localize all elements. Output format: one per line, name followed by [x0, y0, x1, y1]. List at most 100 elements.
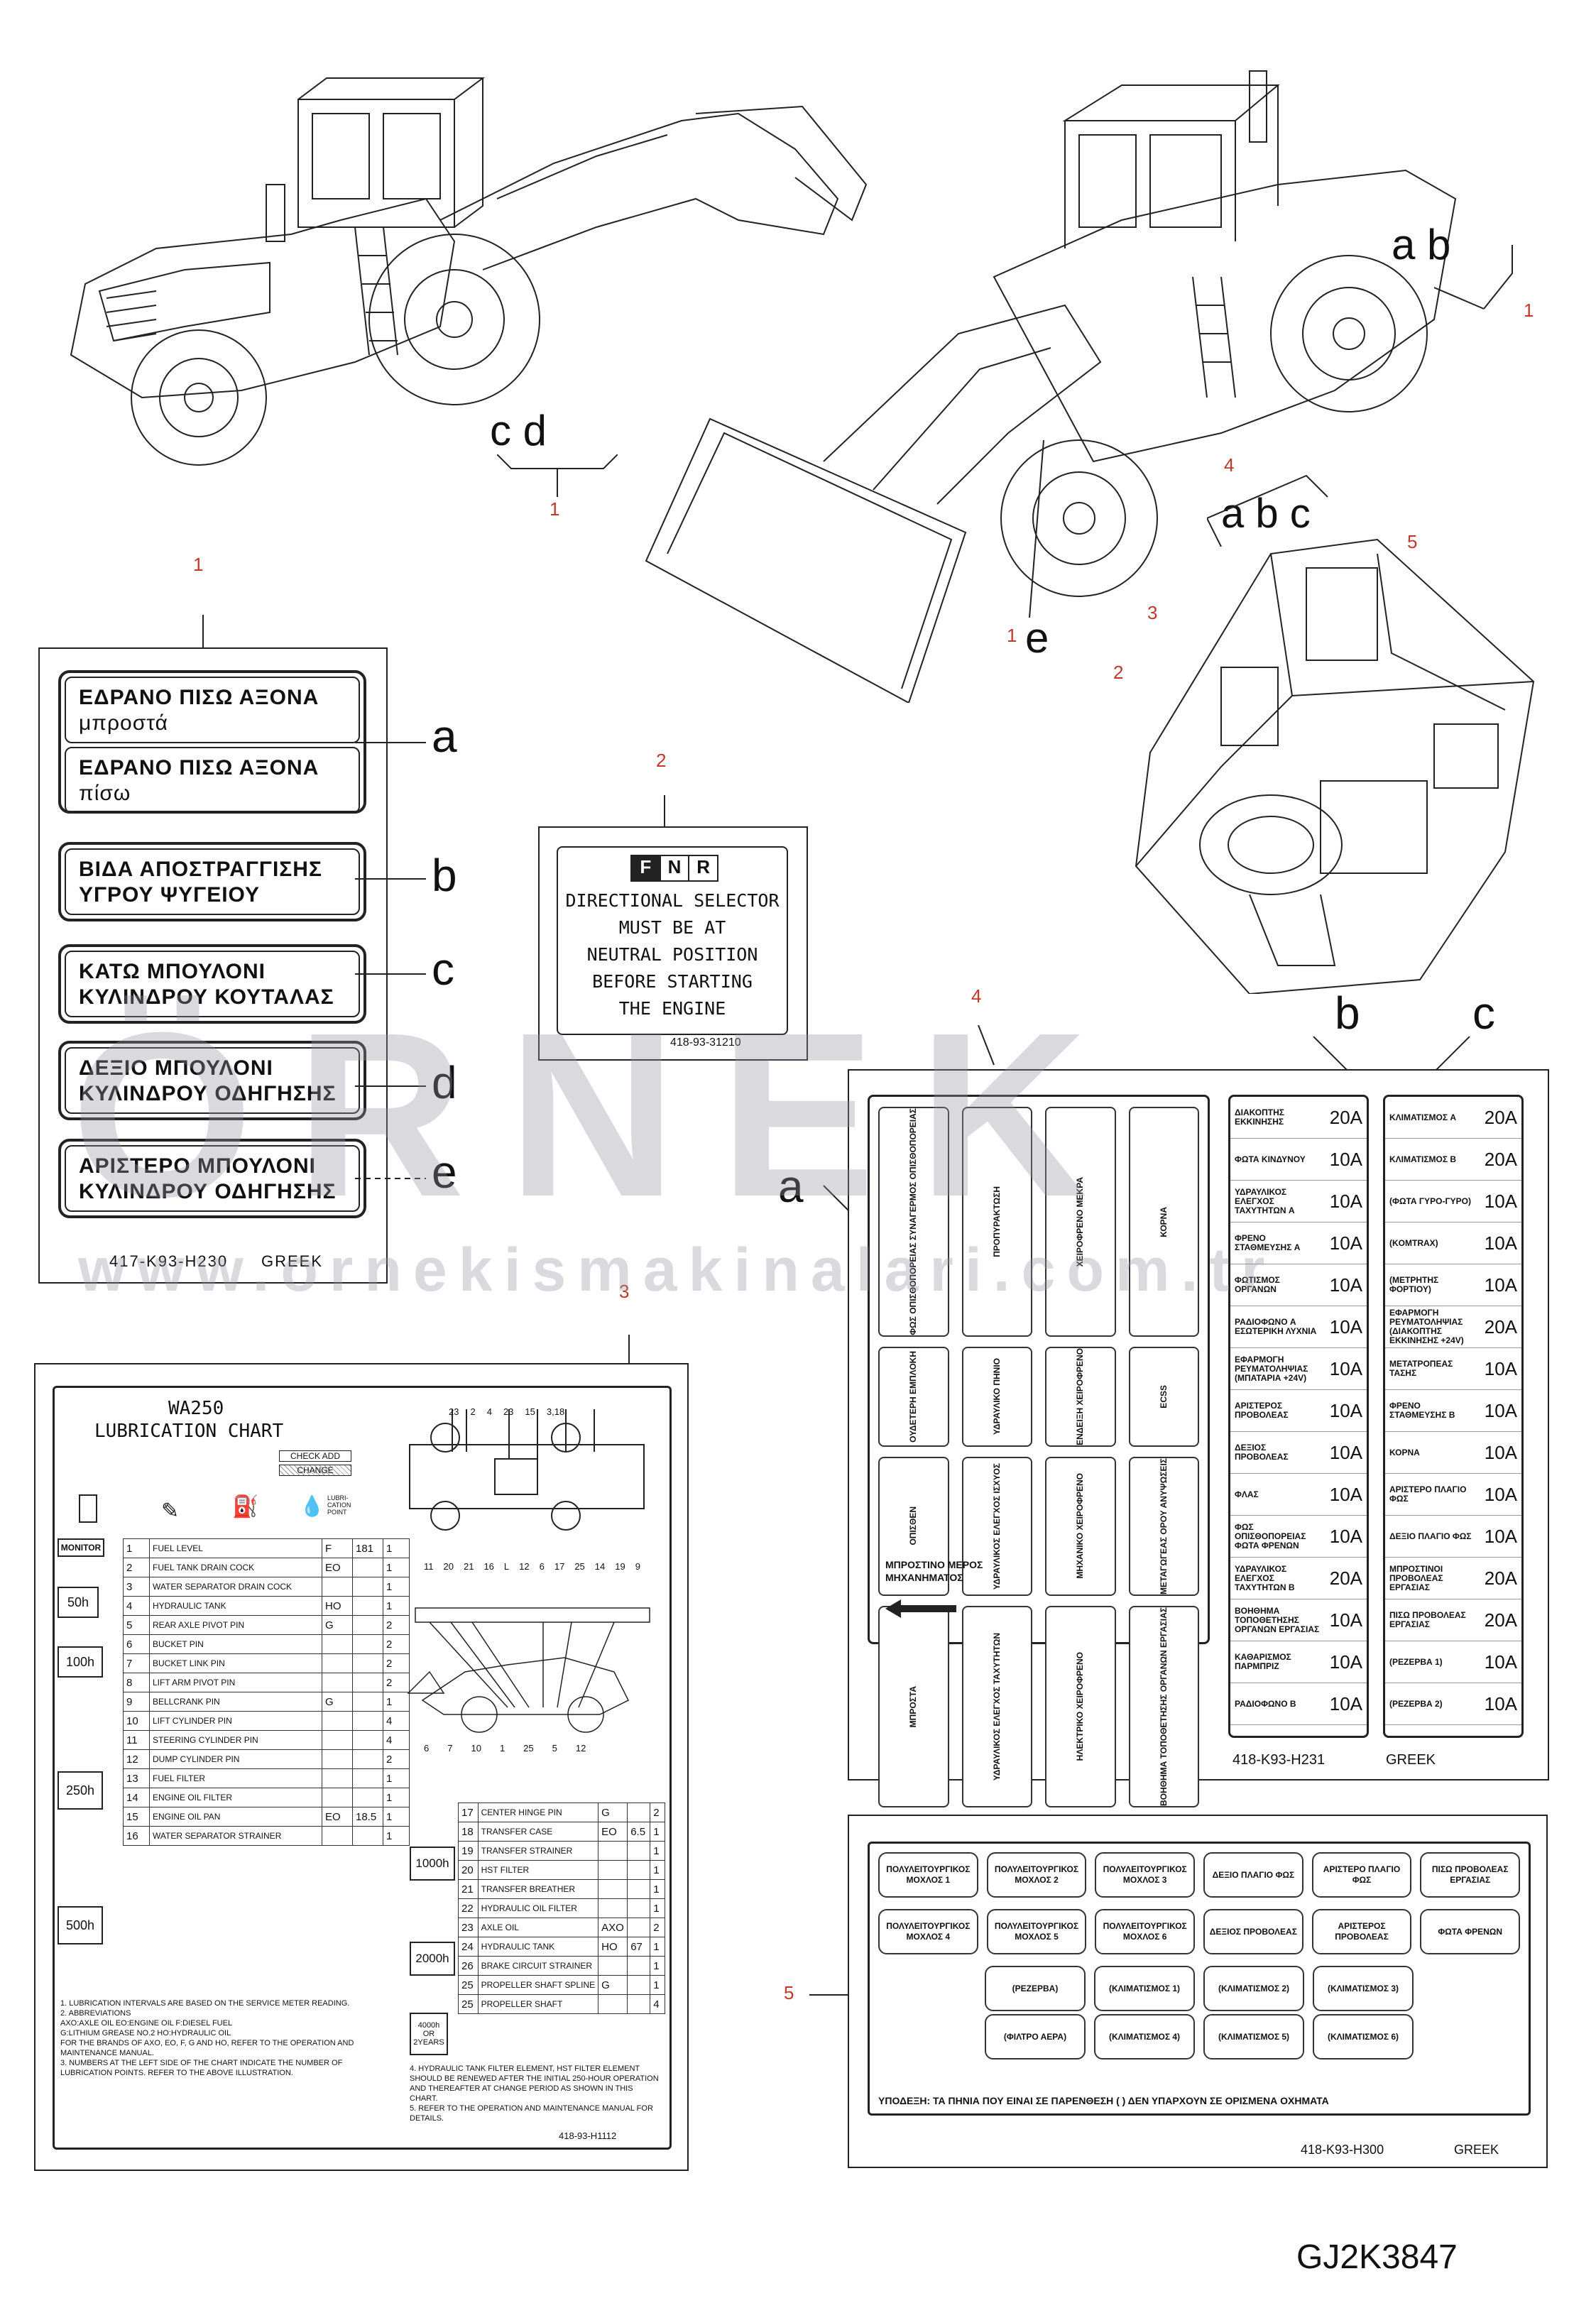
decal5-switch-label: ΠΟΛΥΛΕΙΤΟΥΡΓΙΚΟΣ ΜΟΧΛΟΣ 3: [1095, 1852, 1196, 1898]
decal3-left-cell-qty: [352, 1692, 383, 1712]
decal1-label-b: ΒΙΔΑ ΑΠΟΣΤΡΑΓΓΙΣΗΣ ΥΓΡΟΥ ΨΥΓΕΙΟΥ: [58, 842, 366, 921]
decal3-left-cell-qty: 181: [352, 1538, 383, 1558]
decal3-oil-can-icon: ⛽: [232, 1495, 259, 1519]
decal3-left-cell-qty: [352, 1711, 383, 1731]
decal4-callout-leader: [978, 1025, 995, 1066]
decal2-line3: NEUTRAL POSITION: [586, 944, 758, 965]
right-loader-illustration: [645, 70, 1457, 703]
decal4-language: GREEK: [1386, 1752, 1436, 1768]
decal3-right-cell-code: [598, 1994, 628, 2014]
decal4-relay-label: ΚΟΡΝΑ: [1158, 1206, 1169, 1237]
decal1-label-1-line1: ΕΔΡΑΝΟ ΠΙΣΩ ΑΞΟΝΑ: [79, 686, 319, 709]
decal1-label-c: ΚΑΤΩ ΜΠΟΥΛΟΝΙ ΚΥΛΙΝΔΡΟΥ ΚΟΥΤΑΛΑΣ: [58, 944, 366, 1024]
decal2-line5: THE ENGINE: [618, 998, 726, 1019]
decal4-b-fuse-label: ΒΟΗΘΗΜΑ ΤΟΠΟΘΕΤΗΣΗΣ ΟΡΓΑΝΩΝ ΕΡΓΑΣΙΑΣ: [1235, 1605, 1320, 1634]
decal3-interval-500h: 500h: [58, 1906, 103, 1944]
decal4-relay-box: ΟΥΔΕΤΕΡΗ ΕΜΠΛΟΚΗ: [878, 1346, 949, 1447]
decal4-c-fuse-value: 20A: [1484, 1609, 1517, 1631]
decal3-right-cell-qty: [627, 1841, 651, 1861]
decal4-c-fuse-value: 20A: [1484, 1106, 1517, 1128]
decal3-left-cell-item: DUMP CYLINDER PIN: [149, 1749, 322, 1769]
decal4-relay-box: ΧΕΙΡΟΦΡΕΝΟ ΜΕΚΡΑ: [1045, 1107, 1116, 1337]
decal3-callout-leader: [628, 1335, 630, 1363]
decal4-c-fuse-value: 10A: [1484, 1399, 1517, 1421]
decal5-switch-label: ΠΟΛΥΛΕΙΤΟΥΡΓΙΚΟΣ ΜΟΧΛΟΣ 1: [878, 1852, 978, 1898]
decal3-left-cell-qty: [352, 1768, 383, 1788]
decal3-left-cell-pts: 4: [383, 1711, 410, 1731]
decal4-b-fuse-value: 10A: [1329, 1357, 1362, 1379]
decal3-left-cell-item: REAR AXLE PIVOT PIN: [149, 1615, 322, 1635]
decal3-left-cell-item: FUEL FILTER: [149, 1768, 322, 1788]
decal4-b-fuse-value: 10A: [1329, 1232, 1362, 1254]
decal3-left-cell-no: 8: [123, 1673, 150, 1692]
right-loader-callout-ab: 1: [1524, 300, 1534, 321]
decal3-bot-callout-1: 6: [424, 1743, 430, 1754]
decal4-b-fuse-label: ΡΑΔΙΟΦΩΝΟ B: [1235, 1698, 1296, 1709]
decal3-left-cell-qty: [352, 1673, 383, 1692]
decal3-interval-1000h: 1000h: [410, 1847, 455, 1881]
decal3-right-cell-no: 24: [458, 1937, 479, 1957]
decal3-left-cell-qty: [352, 1826, 383, 1846]
decal5-switch-label: ΦΩΤΑ ΦΡΕΝΩΝ: [1420, 1909, 1521, 1954]
decal3-left-cell-pts: 1: [383, 1596, 410, 1616]
decal3-notes-left: 1. LUBRICATION INTERVALS ARE BASED ON TH…: [60, 1998, 373, 2078]
decal4-relay-box: ΚΟΡΝΑ: [1128, 1107, 1199, 1337]
decal3-note-5: FOR THE BRANDS OF AXO, EO, F, G AND HO, …: [60, 2039, 354, 2057]
decal4-relay-label: ΥΔΡΑΥΛΙΚΟΣ ΕΛΕΓΧΟΣ ΤΑΧΥΤΗΤΩΝ: [991, 1632, 1002, 1780]
decal1-label-d-line2: ΚΥΛΙΝΔΡΟΥ ΟΔΗΓΗΣΗΣ: [79, 1082, 337, 1105]
decal3-notes-right: 4. HYDRAULIC TANK FILTER ELEMENT, HST FI…: [410, 2064, 662, 2123]
decal4-c-fuse-label: ΜΠΡΟΣΤΙΝΟΙ ΠΡΟΒΟΛΕΑΣ ΕΡΓΑΣΙΑΣ: [1389, 1563, 1443, 1592]
decal3-left-cell-pts: 2: [383, 1749, 410, 1769]
decal3-part-no: 418-93-H1112: [559, 2130, 617, 2141]
decal3-left-cell-item: BELLCRANK PIN: [149, 1692, 322, 1712]
decal1-label-2-line1: ΕΔΡΑΝΟ ΠΙΣΩ ΑΞΟΝΑ: [79, 756, 319, 779]
decal3-bot-callout-5: 25: [523, 1743, 534, 1754]
decal3-left-cell-no: 1: [123, 1538, 150, 1558]
decal4-b-fuse-label: ΥΔΡΑΥΛΙΚΟΣ ΕΛΕΓΧΟΣ ΤΑΧΥΤΗΤΩΝ A: [1235, 1186, 1295, 1215]
decal4-c-fuse-value: 10A: [1484, 1190, 1517, 1212]
decal3-left-cell-no: 15: [123, 1807, 150, 1827]
decal2-line2: MUST BE AT: [618, 917, 726, 938]
decal3-left-cell-item: LIFT ARM PIVOT PIN: [149, 1673, 322, 1692]
decal3-left-cell-pts: 1: [383, 1538, 410, 1558]
decal3-right-cell-code: AXO: [598, 1918, 628, 1937]
decal3-bot-callout-3: 10: [471, 1743, 481, 1754]
decal3-left-cell-item: WATER SEPARATOR STRAINER: [149, 1826, 322, 1846]
decal5-note: ΥΠΟΔΕΞΗ: ΤΑ ΠΗΝΙΑ ΠΟΥ ΕΙΝΑΙ ΣΕ ΠΑΡΕΝΘΕΣΗ…: [878, 2095, 1329, 2106]
decal4-c-fuse-label: (ΜΕΤΡΗΤΗΣ ΦΟΡΤΙΟΥ): [1389, 1275, 1439, 1294]
cab-callout-5: 5: [1407, 531, 1418, 552]
decal3-right-cell-item: PROPELLER SHAFT: [477, 1994, 599, 2014]
decal3-right-cell-item: AXLE OIL: [477, 1918, 599, 1937]
decal3-right-cell-qty: 6.5: [627, 1822, 651, 1842]
decal3-bot-callout-6: 5: [552, 1743, 557, 1754]
decal4-c-fuse-value: 10A: [1484, 1274, 1517, 1296]
decal3-left-cell-item: FUEL LEVEL: [149, 1538, 322, 1558]
decal4-b-fuse-label: ΡΑΔΙΟΦΩΝΟ A ΕΣΩΤΕΡΙΚΗ ΛΥΧΝΙΑ: [1235, 1317, 1317, 1336]
decal4-b-fuse-value: 10A: [1329, 1148, 1362, 1170]
decal4-relay-box: ΜΗΧΑΝΙΚΟ ΧΕΙΡΟΦΡΕΝΟ: [1045, 1456, 1116, 1596]
watermark-url: www.ornekismakinalari.com.tr: [78, 1236, 1277, 1304]
decal4-relay-box: ΗΛΕΚΤΡΙΚΟ ΧΕΙΡΟΦΡΕΝΟ: [1045, 1605, 1116, 1807]
decal3-note-7: 4. HYDRAULIC TANK FILTER ELEMENT, HST FI…: [410, 2064, 659, 2103]
decal5-switch-label: (ΚΛΙΜΑΤΙΣΜΟΣ 3): [1313, 1966, 1414, 2011]
decal3-right-cell-no: 17: [458, 1803, 479, 1822]
decal4-c-fuse-label: (ΡΕΖΕΡΒΑ 2): [1389, 1698, 1443, 1709]
decal2-fnr-n: N: [659, 856, 690, 880]
decal4-c-fuse-value: 10A: [1484, 1651, 1517, 1673]
